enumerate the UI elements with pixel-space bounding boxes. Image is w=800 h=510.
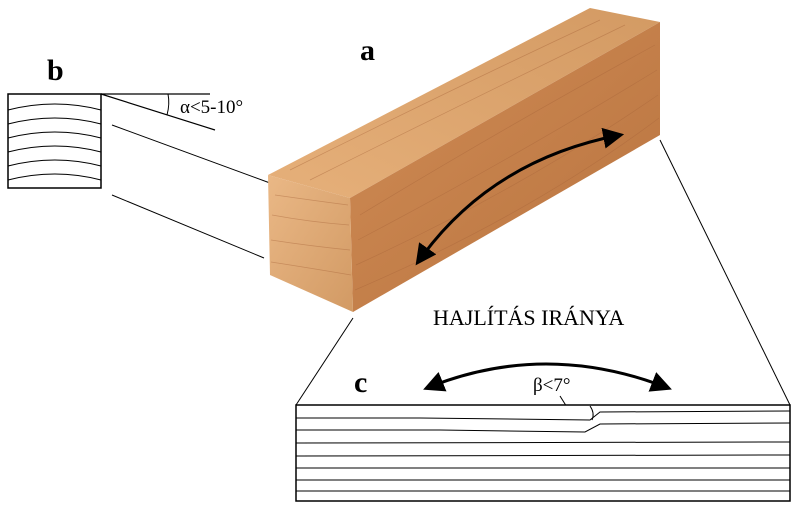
section-c-box bbox=[295, 404, 791, 502]
beam-top-face bbox=[268, 8, 660, 198]
label-b: b bbox=[47, 54, 64, 87]
section-c-grain bbox=[295, 410, 791, 492]
beam-bend-arrow bbox=[415, 127, 625, 266]
beam-end-face bbox=[268, 175, 353, 312]
section-b-box bbox=[7, 93, 102, 189]
beta-arc bbox=[589, 405, 594, 421]
wood-beam bbox=[268, 8, 660, 312]
connector-lines bbox=[111, 124, 791, 406]
alpha-arc bbox=[166, 93, 170, 116]
detail-c: c β<7° bbox=[295, 362, 791, 502]
label-c: c bbox=[354, 366, 367, 399]
c-bend-arrow bbox=[423, 362, 672, 392]
detail-b: b α<5-10° bbox=[7, 54, 243, 189]
bending-direction-label: HAJLÍTÁS IRÁNYA bbox=[433, 305, 624, 330]
alpha-angle-line bbox=[100, 93, 216, 131]
alpha-label: α<5-10° bbox=[180, 97, 243, 118]
beta-label: β<7° bbox=[533, 375, 570, 396]
section-b-rings bbox=[7, 103, 102, 181]
label-a: a bbox=[360, 34, 375, 67]
